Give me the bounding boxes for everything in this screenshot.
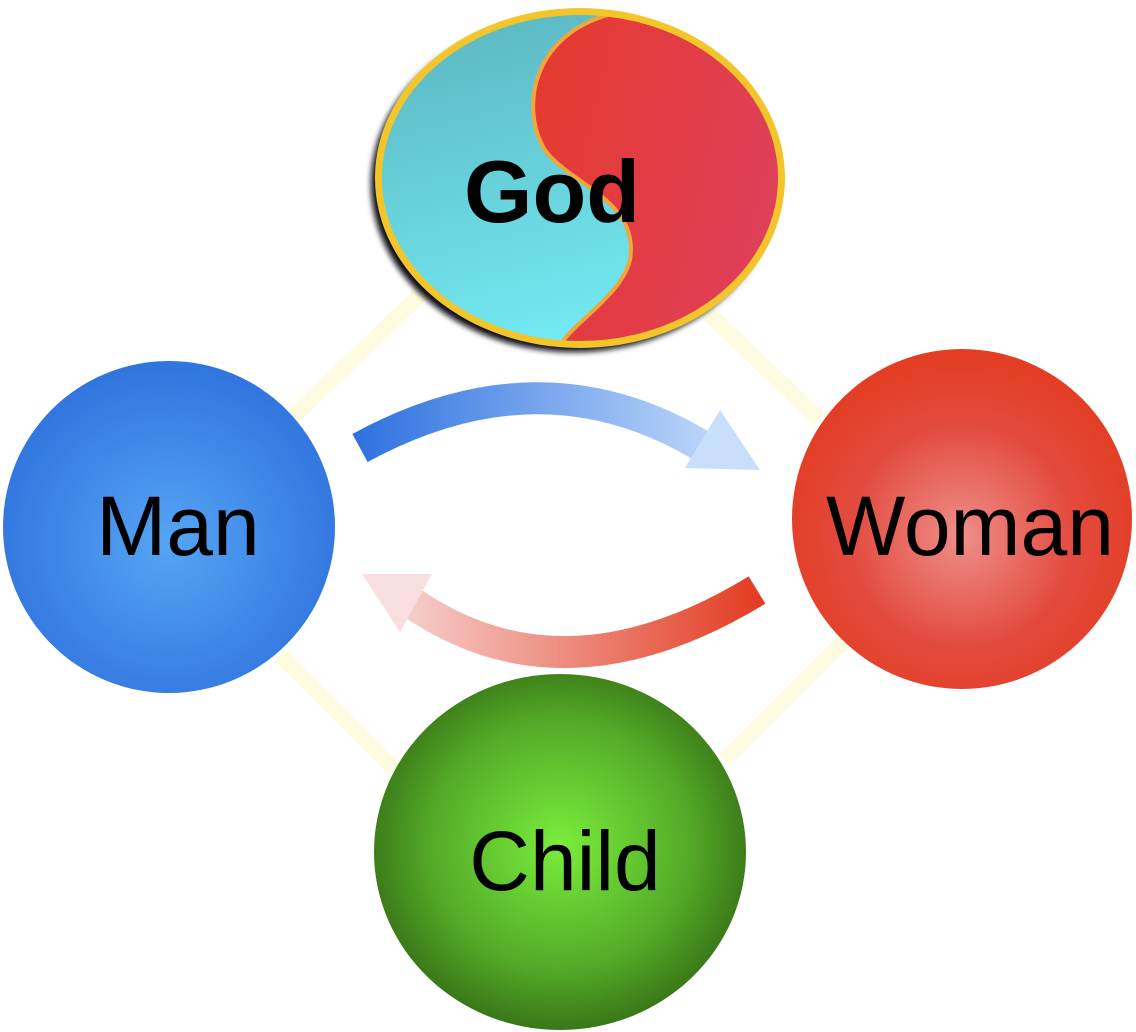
edge-man-child xyxy=(274,649,401,776)
edge-god-woman xyxy=(699,304,826,426)
arrowhead-icon xyxy=(362,574,432,632)
node-woman: Woman xyxy=(792,349,1132,689)
node-child: Child xyxy=(374,674,746,1030)
god-label: God xyxy=(464,142,640,241)
edge-god-man xyxy=(284,284,431,426)
arrow-man-to-woman xyxy=(352,382,760,470)
node-man: Man xyxy=(3,361,335,693)
node-god: God xyxy=(371,8,785,352)
edge-woman-child xyxy=(719,634,851,766)
man-label: Man xyxy=(96,479,259,573)
child-label: Child xyxy=(469,814,660,908)
yin-yang-red-half xyxy=(531,12,781,344)
connector-lines xyxy=(274,284,851,776)
woman-label: Woman xyxy=(826,479,1114,573)
arrow-woman-to-man xyxy=(362,574,766,668)
arrowhead-icon xyxy=(685,410,760,470)
